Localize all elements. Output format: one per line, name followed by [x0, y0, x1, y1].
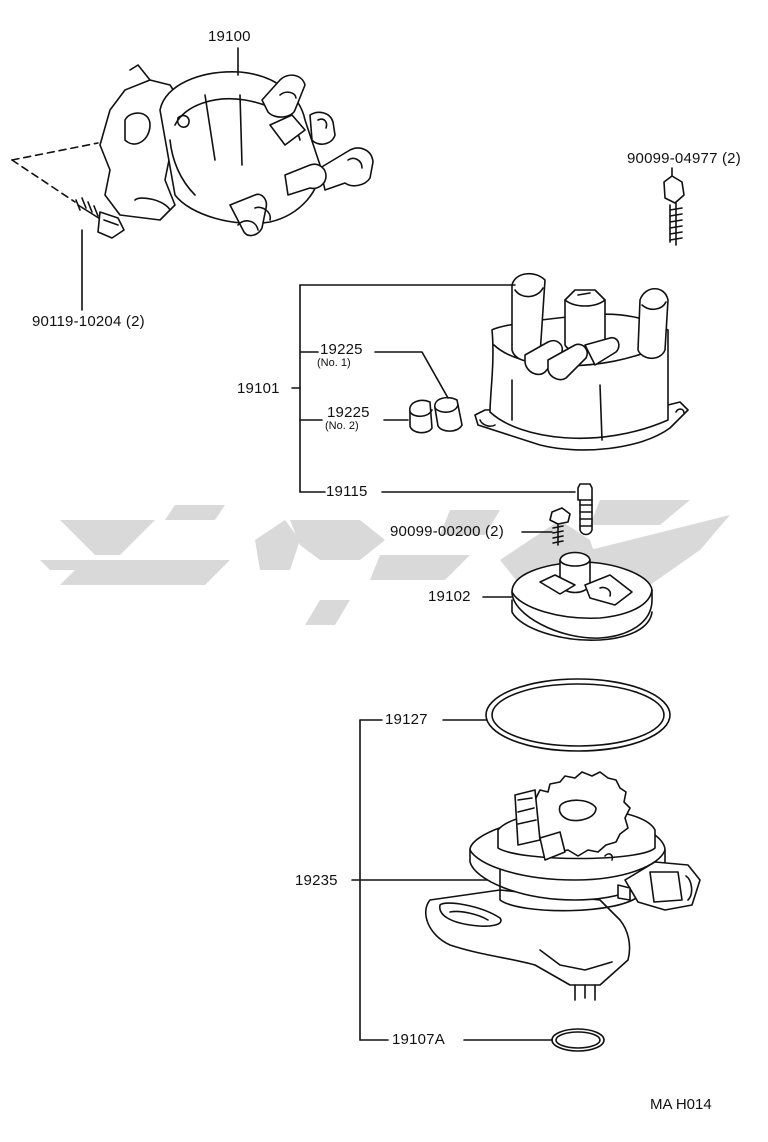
leader-19225-a [374, 351, 449, 399]
distributor-housing-19235 [425, 771, 701, 1001]
label-90099-00200: 90099-00200 (2) [390, 523, 504, 540]
gasket-19127-inner [491, 683, 665, 747]
label-19101: 19101 [237, 380, 280, 397]
screw-90099-00200 [549, 507, 571, 546]
label-90099-04977: 90099-04977 (2) [627, 150, 741, 167]
bolt-90119-10204 [75, 197, 125, 239]
label-19102: 19102 [428, 588, 471, 605]
label-19225-no2-note: (No. 2) [325, 420, 359, 432]
screw-90099-04977 [663, 167, 685, 246]
label-19225-no1: 19225 [320, 341, 363, 358]
guide-dashed-upper [11, 142, 99, 161]
gasket-19127-outer [485, 678, 671, 752]
rubber-caps-19225 [409, 396, 463, 434]
figure-reference-code: MA H014 [650, 1096, 712, 1113]
label-90119-10204: 90119-10204 (2) [32, 313, 145, 330]
label-19115: 19115 [326, 483, 368, 500]
o-ring-19107A-inner [555, 1031, 601, 1049]
o-ring-19107A-outer [551, 1028, 605, 1052]
label-19235: 19235 [295, 872, 338, 889]
guide-dashed-lower [11, 159, 76, 203]
distributor-cap [474, 272, 689, 451]
label-19127: 19127 [385, 711, 428, 728]
label-19225-no2: 19225 [327, 404, 370, 421]
distributor-assembly [99, 64, 374, 237]
label-19100: 19100 [208, 28, 251, 45]
rotor-19102 [511, 551, 653, 641]
carbon-contact-19115 [577, 483, 593, 536]
label-19107A: 19107A [392, 1031, 445, 1048]
label-19225-no1-note: (No. 1) [317, 357, 351, 369]
